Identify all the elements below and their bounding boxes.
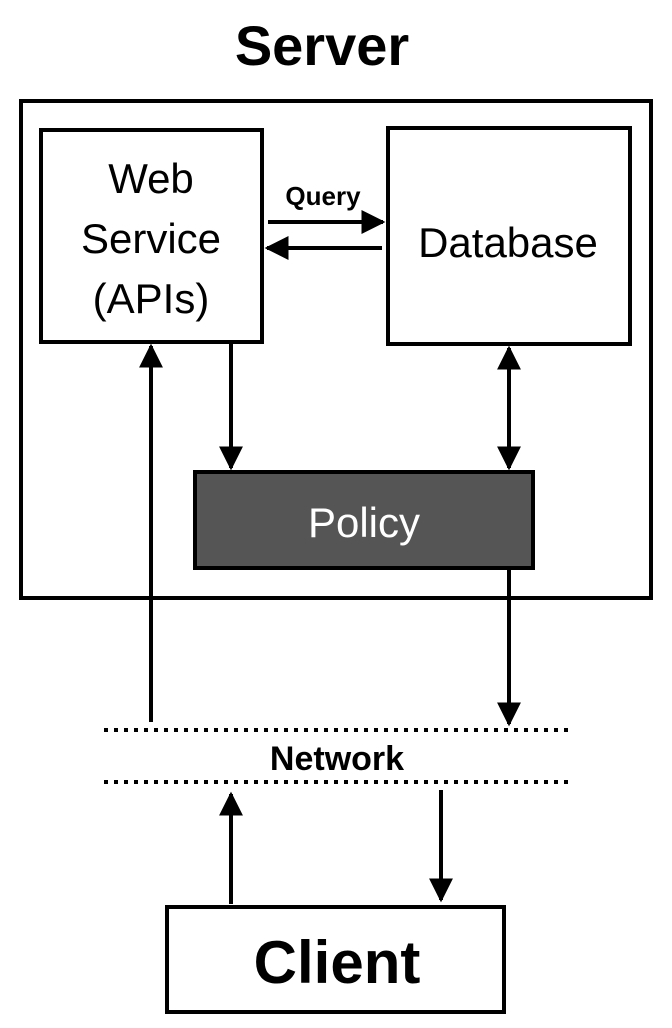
server-container — [19, 99, 653, 600]
database-box — [386, 126, 632, 346]
web-service-box — [39, 128, 264, 344]
network-label: Network — [270, 740, 404, 778]
client-box — [165, 905, 506, 1014]
server-title: Server — [235, 14, 409, 77]
policy-label: Policy — [308, 499, 420, 546]
policy-box — [193, 470, 535, 570]
client-label: Client — [254, 929, 421, 996]
web-service-label-line1: Web — [108, 155, 194, 202]
web-service-label-line3: (APIs) — [93, 275, 210, 322]
web-service-label-line2: Service — [81, 215, 221, 262]
database-label: Database — [418, 219, 598, 266]
query-label: Query — [285, 181, 361, 211]
